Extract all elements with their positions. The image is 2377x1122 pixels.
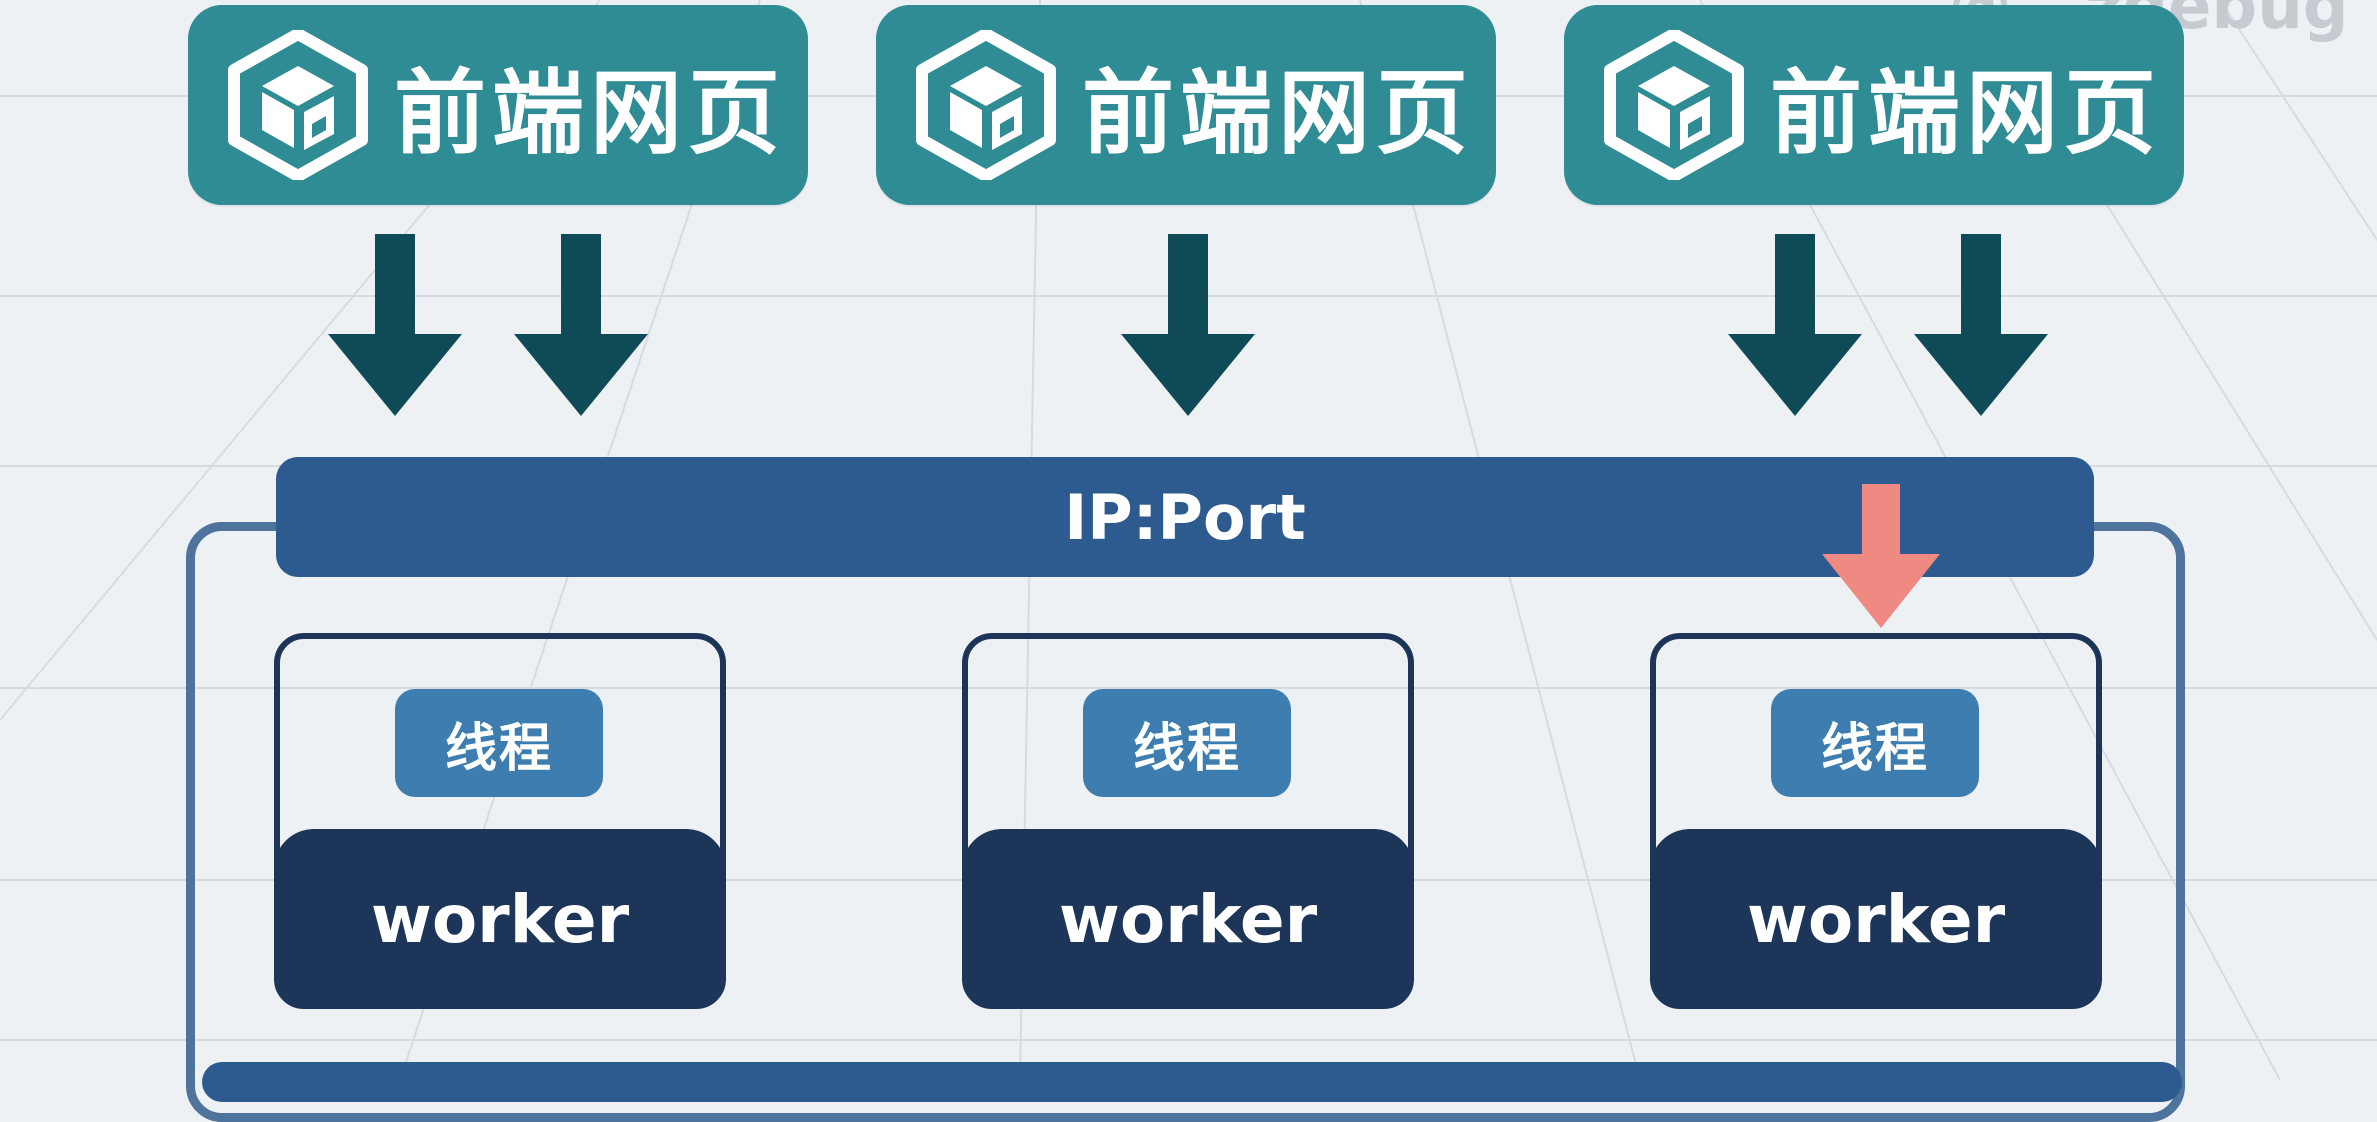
ip-port-bar: IP:Port: [276, 457, 2094, 577]
worker-card-2: 线程 worker: [962, 633, 1414, 1009]
frontend-page-box-3: 前端网页: [1564, 5, 2184, 205]
down-arrow-icon: [328, 234, 462, 416]
down-arrow-icon: [514, 234, 648, 416]
hexagon-cube-g-logo-icon: [1604, 30, 1744, 180]
worker-card-1: 线程 worker: [274, 633, 726, 1009]
worker-block: worker: [962, 829, 1414, 1009]
thread-badge: 线程: [395, 689, 603, 797]
frontend-page-box-1: 前端网页: [188, 5, 808, 205]
down-arrow-icon: [1121, 234, 1255, 416]
frontend-page-label: 前端网页: [1082, 59, 1475, 167]
down-arrow-highlight-icon: [1822, 484, 1940, 628]
worker-block: worker: [274, 829, 726, 1009]
worker-card-3: 线程 worker: [1650, 633, 2102, 1009]
hexagon-cube-g-logo-icon: [916, 30, 1056, 180]
hexagon-cube-g-logo-icon: [228, 30, 368, 180]
down-arrow-icon: [1728, 234, 1862, 416]
thread-badge: 线程: [1771, 689, 1979, 797]
frontend-page-label: 前端网页: [394, 59, 787, 167]
thread-badge: 线程: [1083, 689, 1291, 797]
frontend-page-label: 前端网页: [1770, 59, 2163, 167]
worker-block: worker: [1650, 829, 2102, 1009]
frontend-page-box-2: 前端网页: [876, 5, 1496, 205]
down-arrow-icon: [1914, 234, 2048, 416]
server-bottom-bar: [202, 1062, 2182, 1102]
ip-port-label: IP:Port: [1064, 480, 1306, 554]
